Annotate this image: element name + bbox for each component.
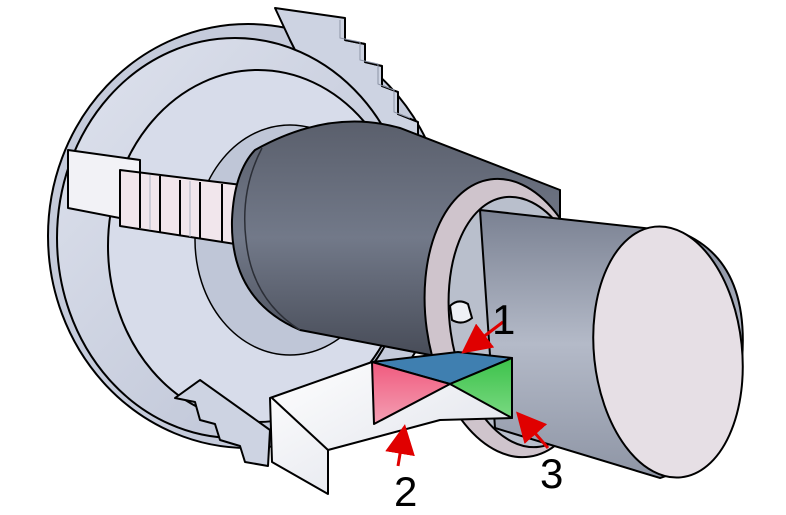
label-1: 1 xyxy=(492,296,515,343)
chuck-bottom-jaw xyxy=(174,379,271,467)
label-3: 3 xyxy=(540,450,563,497)
main-flank-face xyxy=(371,361,451,425)
chip-curl xyxy=(448,300,474,324)
auxiliary-flank-face xyxy=(449,357,513,419)
arrow-2 xyxy=(385,424,415,467)
callout-arrows xyxy=(385,320,550,467)
arrow-3 xyxy=(516,411,550,449)
label-2: 2 xyxy=(394,468,417,515)
workpiece-cylinder xyxy=(478,208,744,480)
arrow-1 xyxy=(461,320,504,354)
